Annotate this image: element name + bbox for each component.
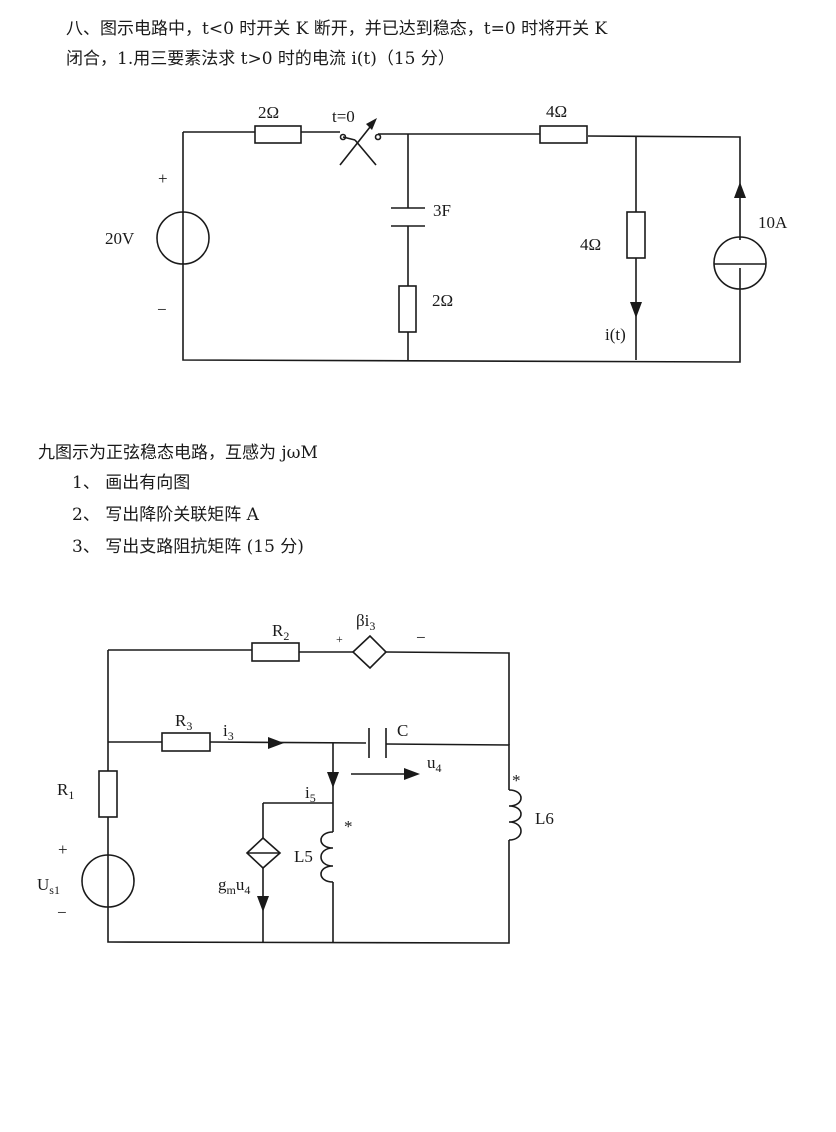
dot-mark-l5: * [344, 817, 353, 836]
wire [378, 133, 741, 240]
current-i3-arrow [268, 737, 284, 749]
resistor-r1-label: R1 [57, 780, 74, 802]
inductor-l5-label: L5 [294, 847, 313, 866]
resistor-4ohm-vertical-label: 4Ω [580, 235, 601, 254]
resistor-2ohm-cap-label: 2Ω [432, 291, 453, 310]
switch-time-label: t=0 [332, 107, 355, 126]
source-plus-sign: + [158, 169, 168, 188]
dependent-voltage-source [351, 634, 388, 670]
us1-plus-sign: + [58, 840, 68, 859]
us1-minus-sign: − [57, 903, 67, 922]
resistor-r3 [161, 732, 211, 752]
voltage-u4-arrowhead [404, 768, 420, 780]
wire [108, 741, 510, 790]
voltage-source-us1-label: Us1 [37, 875, 60, 897]
problem9-item-1: 1、 画出有向图 [72, 473, 191, 493]
dependent-current-source-label: gmu4 [218, 875, 250, 897]
resistor-r3-label: R3 [175, 711, 192, 733]
inductor-l5 [320, 831, 334, 883]
capacitor-c-label: C [397, 721, 408, 740]
source-minus-sign: − [157, 300, 167, 319]
current-source-10a [713, 236, 767, 290]
resistor-2ohm-left-label: 2Ω [258, 103, 279, 122]
current-it-label: i(t) [605, 325, 626, 344]
dependent-current-arrow [257, 896, 269, 912]
current-i5-arrow [327, 772, 339, 788]
problem8-line1: 八、图示电路中，t<0 时开关 K 断开，并已达到稳态，t=0 时将开关 K [66, 19, 608, 39]
dep-source-plus: + [336, 632, 343, 646]
inductor-l6 [508, 789, 522, 841]
switch-k [339, 118, 382, 166]
current-source-label: 10A [758, 213, 788, 232]
problem9-intro: 九图示为正弦稳态电路，互感为 jωM [38, 443, 318, 463]
capacitor-3f-label: 3F [433, 201, 451, 220]
resistor-4ohm-vertical [626, 211, 646, 259]
dot-mark-l6: * [512, 771, 521, 790]
current-source-arrow-up [734, 182, 746, 198]
problem8-line2: 闭合，1.用三要素法求 t>0 时的电流 i(t)（15 分） [66, 49, 455, 69]
current-i3-label: i3 [223, 721, 234, 743]
resistor-r2 [251, 642, 300, 662]
resistor-4ohm-top-label: 4Ω [546, 102, 567, 121]
resistor-2ohm-left [254, 125, 302, 144]
circuit-1: 2Ω t=0 20V + − 3F 2Ω 4Ω 4Ω i(t [105, 102, 788, 363]
resistor-r2-label: R2 [272, 621, 289, 643]
wire [108, 649, 510, 745]
resistor-2ohm-cap [398, 285, 417, 333]
dep-source-minus: − [416, 628, 426, 647]
resistor-4ohm-top [539, 125, 588, 144]
dependent-voltage-source-label: βi3 [356, 611, 375, 633]
circuit-2: R2 βi3 + − R3 i3 C u4 i5 gmu4 L5 * [37, 611, 554, 944]
current-arrow-down [630, 302, 642, 318]
voltage-source-label: 20V [105, 229, 135, 248]
inductor-l6-label: L6 [535, 809, 554, 828]
problem9-item-3: 3、 写出支路阻抗矩阵 (15 分) [72, 537, 304, 557]
current-i5-label: i5 [305, 783, 316, 805]
wire [262, 802, 333, 943]
wire [182, 132, 741, 363]
voltage-u4-label: u4 [427, 753, 442, 775]
resistor-r1 [98, 770, 118, 818]
wire [107, 650, 510, 944]
problem9-item-2: 2、 写出降阶关联矩阵 A [72, 505, 259, 525]
